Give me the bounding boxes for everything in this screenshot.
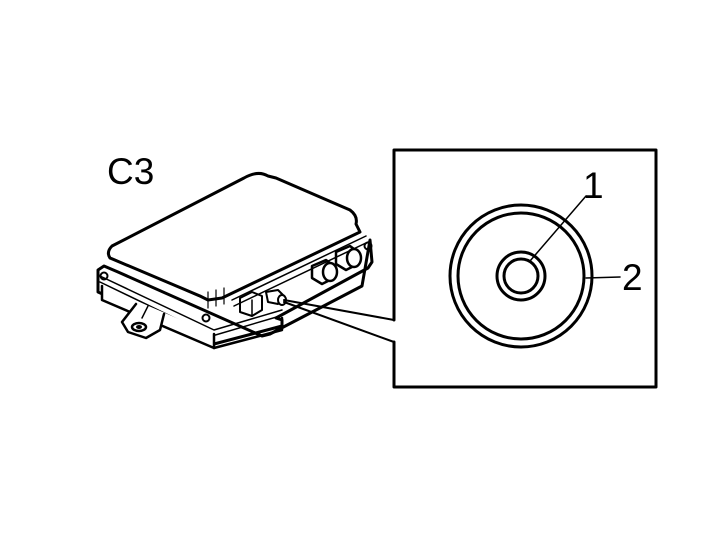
- callout-2-number: 2: [622, 257, 643, 298]
- outer-ring-outer: [448, 203, 594, 349]
- mounting-tab: [120, 302, 166, 340]
- connector-detail-view: [448, 203, 594, 349]
- module-lid: [106, 171, 362, 309]
- antenna-connector: [265, 289, 287, 306]
- screw-icon: [99, 271, 109, 281]
- detail-view-frame: [392, 148, 658, 389]
- callout-1-number: 1: [583, 165, 604, 206]
- component-label: C3: [107, 151, 155, 192]
- screw-icon: [201, 313, 211, 323]
- small-connector: [239, 291, 263, 317]
- callout-2-pointer: [585, 276, 621, 279]
- inner-ring-outer: [495, 250, 547, 302]
- callout-1-pointer: [529, 195, 587, 262]
- outer-ring-inner: [456, 211, 586, 341]
- callout-leader-lines: [283, 299, 395, 343]
- inner-ring-inner: [502, 257, 540, 295]
